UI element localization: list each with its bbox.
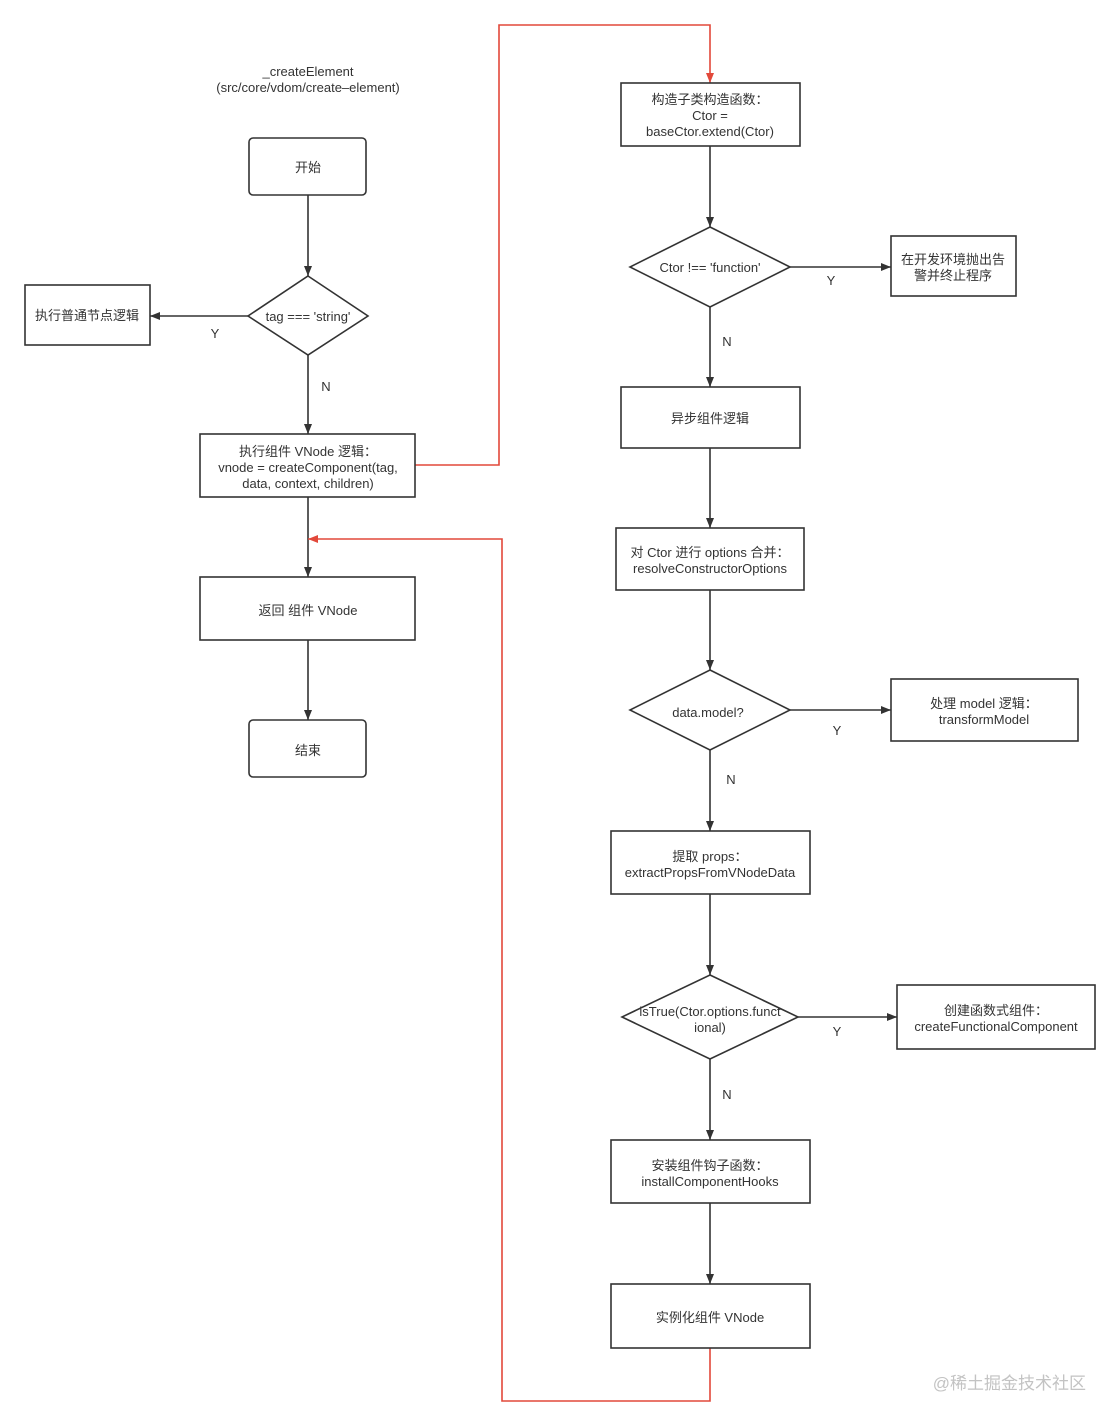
extract-props-line-2: extractPropsFromVNodeData (625, 865, 796, 880)
start-label: 开始 (295, 160, 321, 175)
instantiate-vnode-label: 实例化组件 VNode (656, 1310, 764, 1325)
edge-label-functional-no: N (722, 1087, 731, 1102)
functional-component-line-1: 创建函数式组件： (944, 1003, 1048, 1018)
watermark: @稀土掘金技术社区 (933, 1374, 1086, 1393)
resolve-options-line-1: 对 Ctor 进行 options 合并： (631, 545, 790, 560)
node-end: 结束 (248, 719, 367, 778)
transform-model-line-1: 处理 model 逻辑： (930, 696, 1038, 711)
component-logic-line-1: 执行组件 VNode 逻辑： (239, 444, 377, 459)
edge-component-logic-to-construct-subclass (415, 24, 714, 466)
ctor-check-diamond (628, 226, 792, 308)
edges (150, 146, 897, 1284)
title-source-path: (src/core/vdom/create–element) (216, 80, 400, 95)
return-vnode-box (199, 576, 416, 641)
install-hooks-line-2: installComponentHooks (641, 1174, 779, 1189)
node-async-component: 异步组件逻辑 (620, 386, 801, 449)
ctor-check-label: Ctor !== 'function' (659, 260, 760, 275)
async-component-box (620, 386, 801, 449)
node-tag-is-string: tag === 'string' (246, 275, 370, 356)
edge-label-tag-no: N (321, 379, 330, 394)
start-terminator (248, 137, 367, 196)
node-component-vnode-logic: 执行组件 VNode 逻辑： vnode = createComponent(t… (199, 433, 416, 498)
node-construct-subclass: 构造子类构造函数： Ctor = baseCtor.extend(Ctor) (620, 82, 801, 147)
construct-subclass-line-3: baseCtor.extend(Ctor) (646, 124, 774, 139)
red-connectors (308, 24, 714, 1402)
diagram-title: _createElement (src/core/vdom/create–ele… (216, 64, 400, 95)
instantiate-vnode-box (610, 1283, 811, 1349)
tag-check-label: tag === 'string' (266, 309, 351, 324)
end-label: 结束 (295, 743, 321, 758)
node-return-component-vnode: 返回 组件 VNode (199, 576, 416, 641)
edge-label-model-yes: Y (833, 723, 842, 738)
construct-subclass-line-1: 构造子类构造函数： (651, 92, 768, 107)
edge-label-tag-yes: Y (211, 326, 220, 341)
functional-component-box (896, 984, 1096, 1050)
node-instantiate-vnode: 实例化组件 VNode (610, 1283, 811, 1349)
dev-warning-line-1: 在开发环境抛出告 (901, 252, 1005, 267)
node-dev-warning: 在开发环境抛出告 警并终止程序 (890, 235, 1017, 297)
node-extract-props: 提取 props： extractPropsFromVNodeData (610, 830, 811, 895)
extract-props-box (610, 830, 811, 895)
functional-check-line-2: ional) (694, 1020, 726, 1035)
edge-label-functional-yes: Y (833, 1024, 842, 1039)
resolve-options-box (615, 527, 805, 591)
normal-node-label: 执行普通节点逻辑 (35, 308, 139, 323)
model-check-label: data.model? (672, 705, 744, 720)
install-hooks-line-1: 安装组件钩子函数： (651, 1158, 768, 1173)
edge-label-model-no: N (726, 772, 735, 787)
edge-labels: Y N Y N Y N Y N (211, 273, 842, 1102)
transform-model-box (890, 678, 1079, 742)
extract-props-line-1: 提取 props： (672, 849, 747, 864)
component-logic-line-3: data, context, children) (242, 476, 374, 491)
construct-subclass-box (620, 82, 801, 147)
edge-instantiate-to-return (308, 535, 711, 1402)
dev-warning-line-2: 警并终止程序 (914, 268, 992, 283)
construct-subclass-line-2: Ctor = (692, 108, 728, 123)
transform-model-line-2: transformModel (939, 712, 1029, 727)
node-functional-check: isTrue(Ctor.options.funct ional) (620, 974, 800, 1060)
node-normal-node-logic: 执行普通节点逻辑 (24, 284, 151, 346)
async-component-label: 异步组件逻辑 (671, 411, 749, 426)
model-check-diamond (628, 669, 792, 751)
node-ctor-not-function: Ctor !== 'function' (628, 226, 792, 308)
resolve-options-line-2: resolveConstructorOptions (633, 561, 787, 576)
component-logic-box (199, 433, 416, 498)
install-hooks-box (610, 1139, 811, 1204)
component-logic-line-2: vnode = createComponent(tag, (218, 460, 398, 475)
functional-check-diamond (620, 974, 800, 1060)
node-install-hooks: 安装组件钩子函数： installComponentHooks (610, 1139, 811, 1204)
functional-component-line-2: createFunctionalComponent (914, 1019, 1078, 1034)
return-vnode-label: 返回 组件 VNode (259, 603, 358, 618)
node-start: 开始 (248, 137, 367, 196)
edge-label-ctor-yes: Y (827, 273, 836, 288)
node-data-model-check: data.model? (628, 669, 792, 751)
node-resolve-options: 对 Ctor 进行 options 合并： resolveConstructor… (615, 527, 805, 591)
node-transform-model: 处理 model 逻辑： transformModel (890, 678, 1079, 742)
end-terminator (248, 719, 367, 778)
tag-check-diamond (246, 275, 370, 356)
title-function-name: _createElement (261, 64, 353, 79)
dev-warning-box (890, 235, 1017, 297)
node-functional-component: 创建函数式组件： createFunctionalComponent (896, 984, 1096, 1050)
edge-label-ctor-no: N (722, 334, 731, 349)
normal-node-box (24, 284, 151, 346)
functional-check-line-1: isTrue(Ctor.options.funct (639, 1004, 781, 1019)
